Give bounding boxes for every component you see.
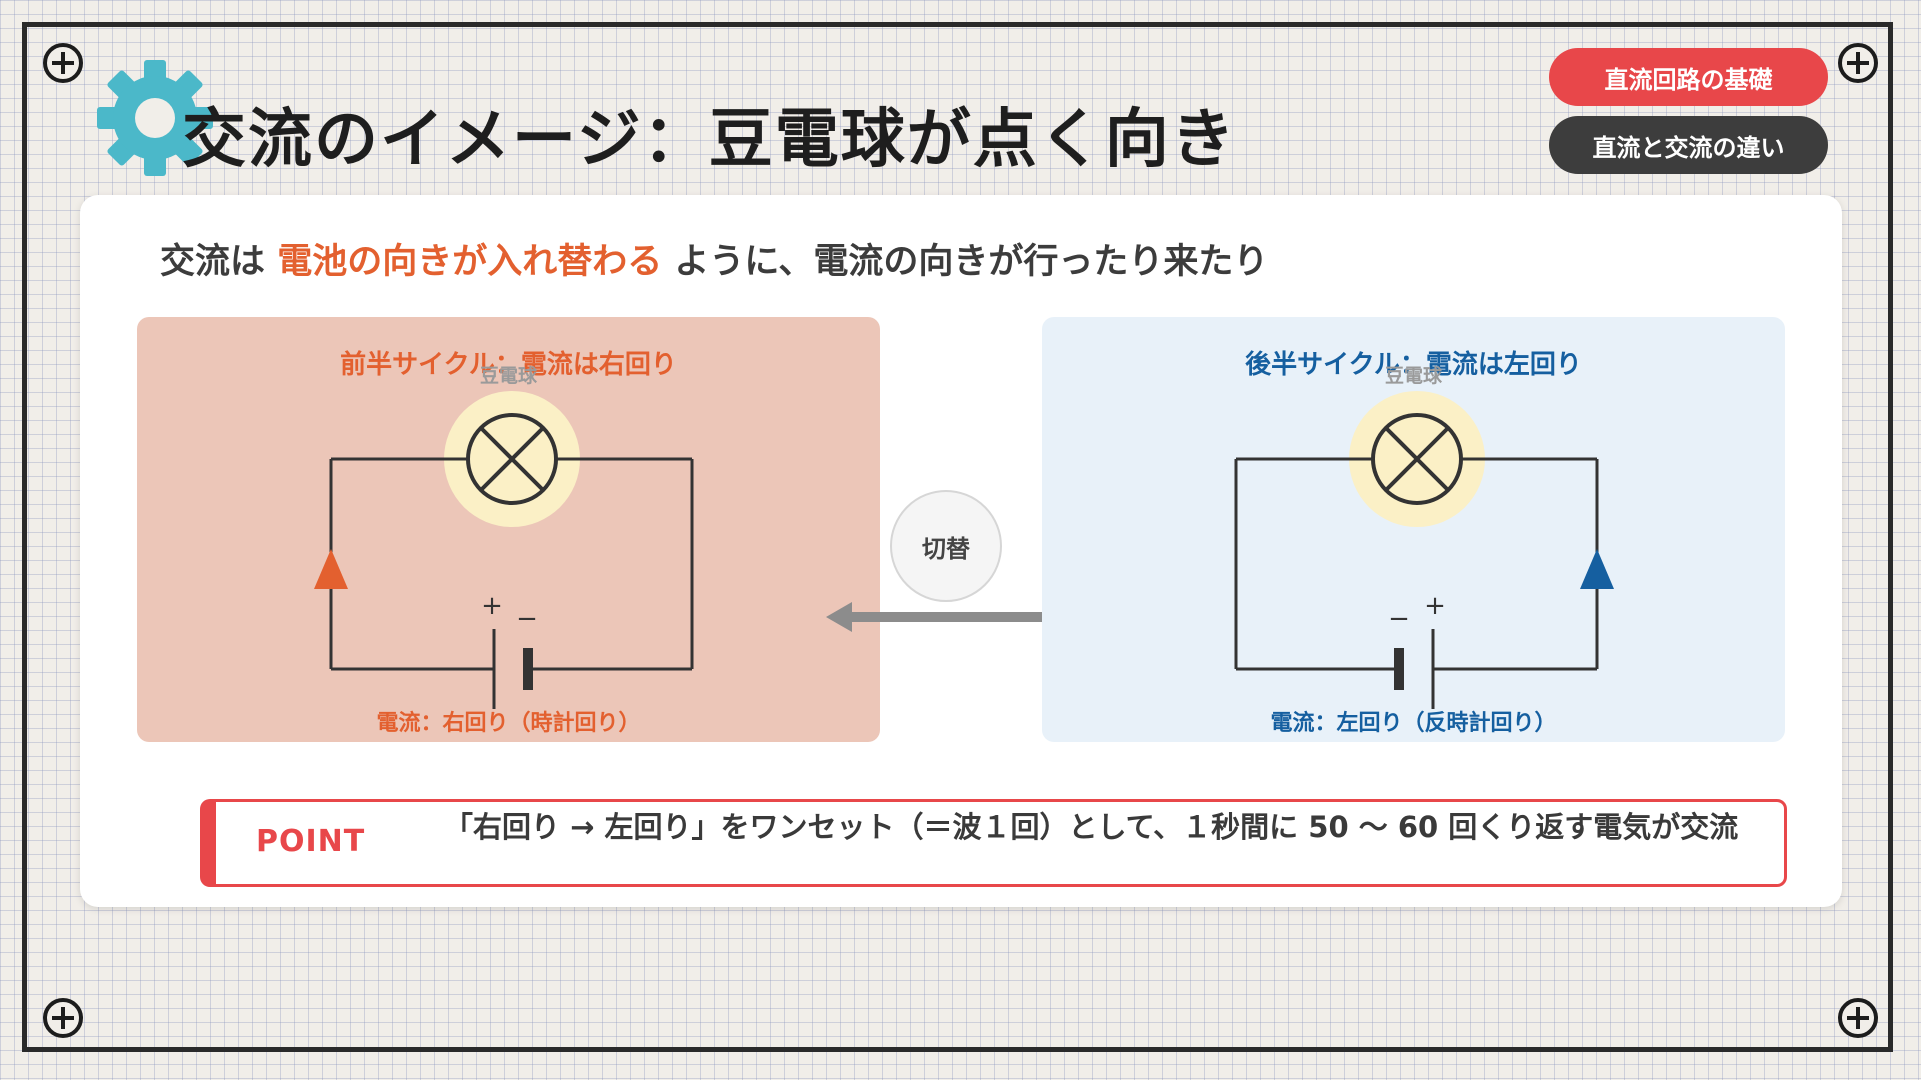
bulb-label: 豆電球 xyxy=(1384,365,1442,387)
content-card: 交流は 電池の向きが入れ替わる ように、電流の向きが行ったり来たり xyxy=(80,195,1842,907)
tag-dc-ac-difference[interactable]: 直流と交流の違い xyxy=(1549,116,1828,174)
gear-icon xyxy=(97,60,213,176)
circuit-diagram-left: + − xyxy=(314,391,694,709)
current-arrow-up-icon xyxy=(1580,549,1614,589)
page-title: 交流のイメージ：豆電球が点く向き xyxy=(182,103,1237,177)
point-callout: POINT 「右回り → 左回り」をワンセット（＝波１回）として、１秒間に 50… xyxy=(200,799,1787,887)
screw-icon xyxy=(1838,43,1878,83)
lead-text: 交流は 電池の向きが入れ替わる ように、電流の向きが行ったり来たり xyxy=(160,233,1268,284)
circuit-diagram-right: − + xyxy=(1234,391,1614,709)
battery-icon xyxy=(492,629,533,709)
plus-sign: + xyxy=(481,591,503,621)
current-direction-label: 電流：左回り（反時計回り） xyxy=(1270,711,1557,736)
minus-sign: − xyxy=(1388,604,1410,634)
point-label: POINT xyxy=(256,824,366,859)
minus-sign: − xyxy=(516,604,538,634)
screw-icon xyxy=(1838,998,1878,1038)
screw-icon xyxy=(43,43,83,83)
second-half-title: 後半サイクル：電流は左回り xyxy=(1245,350,1582,380)
point-text: 「右回り → 左回り」をワンセット（＝波１回）として、１秒間に 50 〜 60 … xyxy=(444,810,1739,844)
switch-button[interactable]: 切替 xyxy=(890,490,1002,602)
tag-dc-circuit-basics[interactable]: 直流回路の基礎 xyxy=(1549,48,1828,106)
bulb-label: 豆電球 xyxy=(479,365,537,387)
screw-icon xyxy=(43,998,83,1038)
battery-icon xyxy=(1394,629,1435,709)
current-arrow-up-icon xyxy=(314,549,348,589)
bulb-icon xyxy=(466,413,558,505)
lead-highlight: 電池の向きが入れ替わる xyxy=(277,242,663,282)
slide-frame xyxy=(22,22,1893,1052)
double-arrow-icon xyxy=(826,602,1070,632)
lead-before: 交流は xyxy=(160,242,266,282)
first-half-title: 前半サイクル：電流は右回り xyxy=(340,350,677,380)
bulb-icon xyxy=(1371,413,1463,505)
lead-after: ように、電流の向きが行ったり来たり xyxy=(674,242,1269,282)
first-half-panel: + − 前半サイクル：電流は右回り 豆電球 電流：右回り（時計回り） xyxy=(137,317,880,742)
second-half-panel: − + 後半サイクル：電流は左回り 豆電球 電流：左回り（反時計回り） xyxy=(1042,317,1785,742)
current-direction-label: 電流：右回り（時計回り） xyxy=(376,711,641,736)
plus-sign: + xyxy=(1424,591,1446,621)
